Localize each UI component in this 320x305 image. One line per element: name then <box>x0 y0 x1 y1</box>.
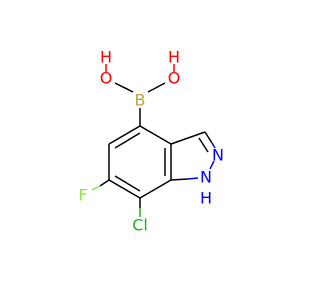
bond-c7-c6 <box>108 179 141 199</box>
atom-fluorine: F <box>78 186 87 205</box>
atom-nitrogen-2: N <box>212 146 224 165</box>
molecule-diagram: B O H O H N N H F Cl <box>78 48 224 235</box>
structure-svg: B O H O H N N H F Cl <box>78 48 224 235</box>
atom-oxygen-left: O <box>100 69 113 88</box>
bond-b-o2 <box>147 82 166 93</box>
bond-c6-f <box>99 179 110 187</box>
atom-oxygen-right: O <box>168 69 181 88</box>
bond-n1-c7a-blue <box>187 177 199 180</box>
bond-c5-c4 <box>108 125 141 145</box>
bond-c5-c4-inner <box>114 132 141 149</box>
atom-hydrogen-o1: H <box>100 48 112 67</box>
atom-hydrogen-n1: H <box>200 189 212 208</box>
atom-chlorine: Cl <box>132 216 148 235</box>
bond-n1-c7a-black <box>170 178 189 181</box>
bond-c3-n2-black <box>204 131 213 144</box>
bond-n2-n1 <box>209 160 215 170</box>
atom-label-layer: B O H O H N N H F Cl <box>78 48 224 235</box>
bond-c7-c6-inner <box>114 175 141 192</box>
bond-c3-n2-inner <box>198 137 209 153</box>
atom-boron: B <box>135 91 146 110</box>
bond-layer <box>91 64 216 217</box>
atom-nitrogen-1: N <box>200 168 212 187</box>
bond-b-o1 <box>114 82 134 93</box>
atom-hydrogen-o2: H <box>168 48 180 67</box>
bond-c3a-c3 <box>170 131 206 145</box>
bond-c6-f-color <box>91 185 101 191</box>
bond-c3-n2-blue <box>211 142 216 149</box>
bond-c7a-c7 <box>139 179 172 199</box>
bond-c4-c3a <box>139 125 172 145</box>
